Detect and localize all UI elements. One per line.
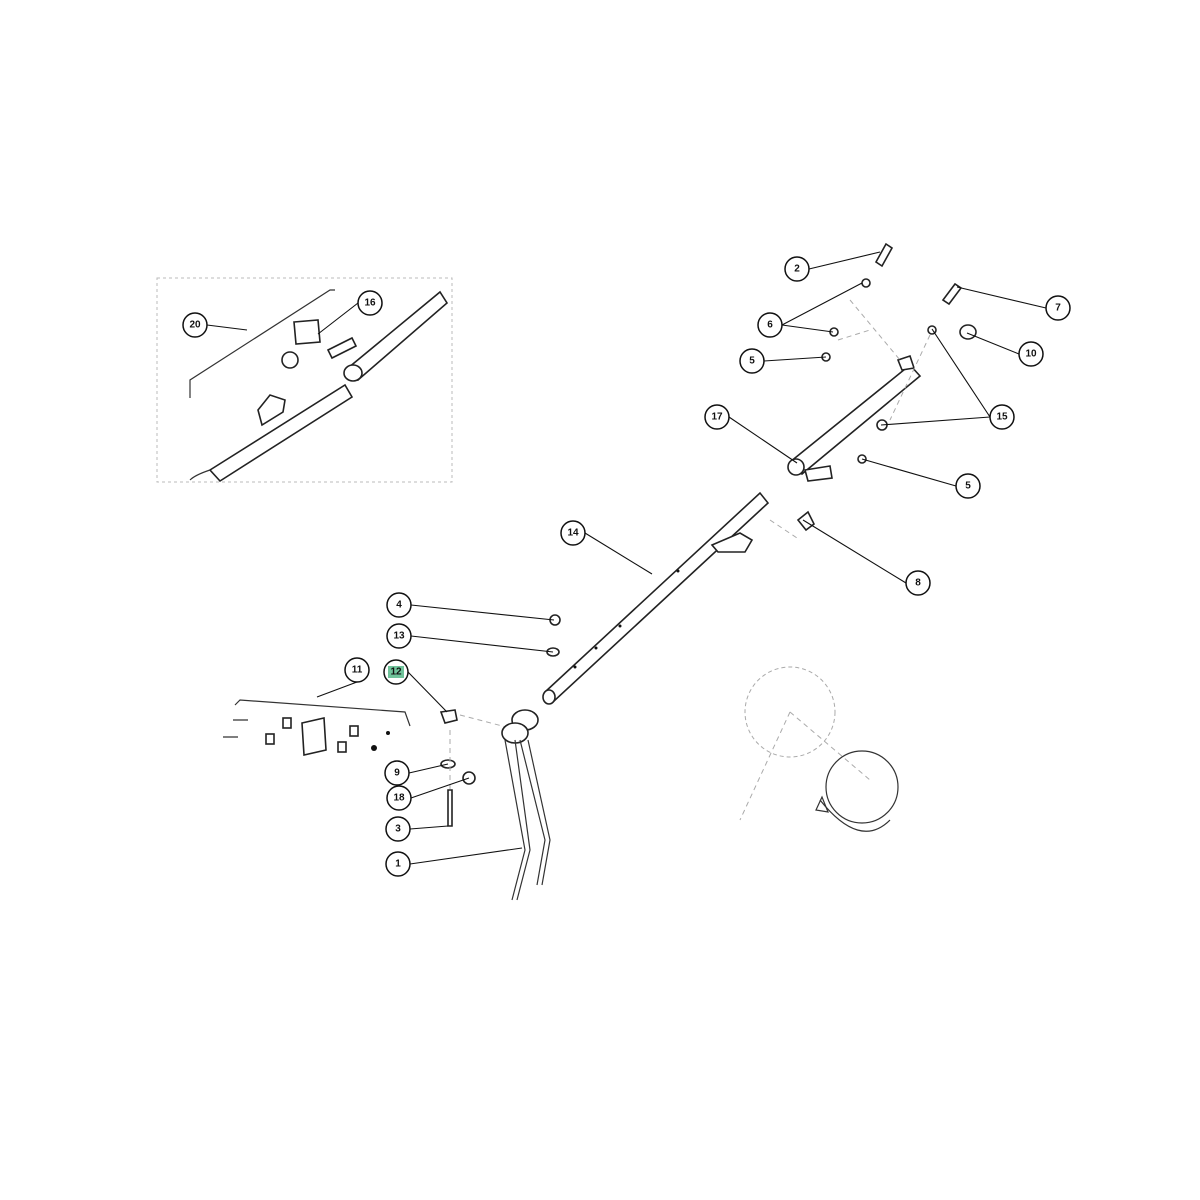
callout-8: 8 [905,570,931,596]
callout-7: 7 [1045,295,1071,321]
svg-text:12: 12 [390,667,402,678]
svg-text:11: 11 [352,665,363,676]
part-main-tube [542,491,770,705]
callout-6: 6 [757,312,783,338]
svg-text:2: 2 [794,264,800,275]
svg-text:17: 17 [711,412,723,423]
svg-text:5: 5 [965,481,971,492]
svg-text:20: 20 [189,320,201,331]
part-tine-spring [501,709,551,901]
leader-lines [206,251,1047,865]
svg-text:7: 7 [1055,303,1061,314]
callout-10: 10 [1018,341,1044,367]
svg-text:14: 14 [567,528,579,539]
hardware [439,242,977,827]
svg-text:5: 5 [749,356,755,367]
callout-5: 5 [739,348,765,374]
svg-text:4: 4 [396,600,402,611]
part-11-set [223,699,411,756]
svg-text:15: 15 [996,412,1008,423]
inset-handle-detail [189,289,449,483]
callout-9: 9 [384,760,410,786]
svg-text:16: 16 [364,298,376,309]
callout-13: 13 [386,623,412,649]
svg-text:1: 1 [395,859,401,870]
svg-text:13: 13 [393,631,405,642]
svg-text:10: 10 [1025,349,1037,360]
callout-5b: 5 [955,473,981,499]
part-upper-tube [787,354,922,482]
callout-12-highlighted: 12 [383,659,409,685]
callout-20: 20 [182,312,208,338]
callout-15: 15 [989,404,1015,430]
rotation-symbol [739,666,899,832]
callout-2: 2 [784,256,810,282]
svg-text:8: 8 [915,578,921,589]
callout-11: 11 [344,657,370,683]
callout-3: 3 [385,816,411,842]
detail-inset-box [156,277,453,483]
callout-1: 1 [385,851,411,877]
callout-17: 17 [704,404,730,430]
svg-text:3: 3 [395,824,401,835]
callout-4: 4 [386,592,412,618]
svg-text:9: 9 [394,768,400,779]
svg-text:6: 6 [767,320,773,331]
callout-18: 18 [386,785,412,811]
callout-16: 16 [357,290,383,316]
svg-text:18: 18 [393,793,405,804]
callout-14: 14 [560,520,586,546]
